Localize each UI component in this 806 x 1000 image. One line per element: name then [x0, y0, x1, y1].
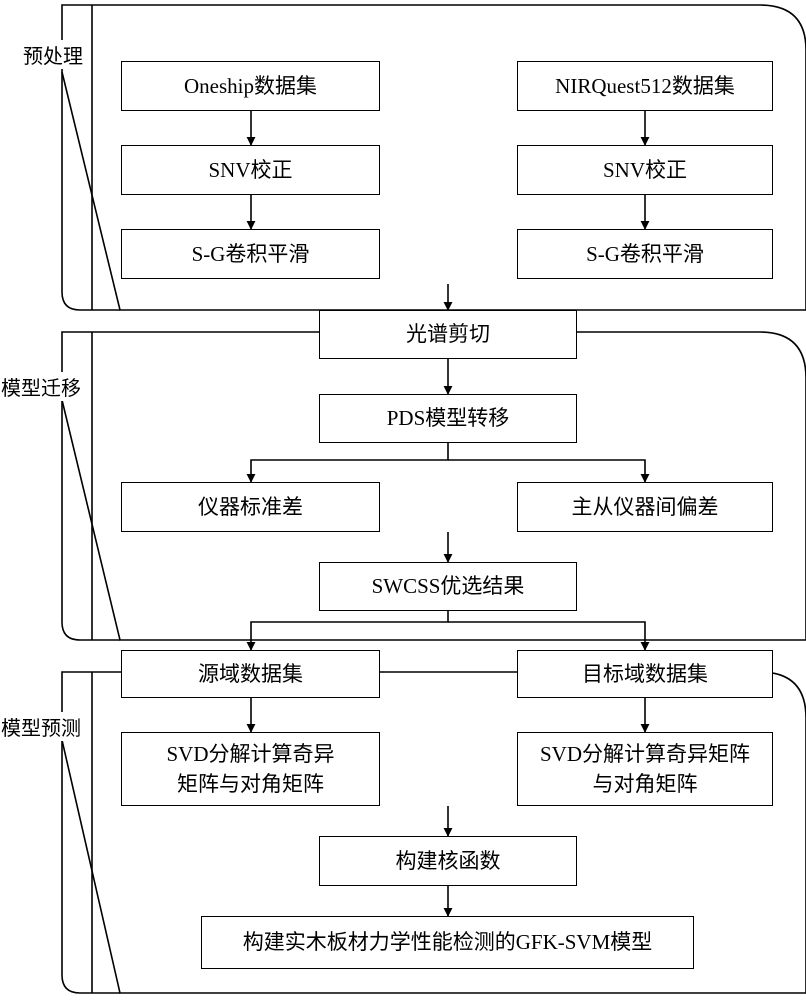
node-build-kernel: 构建核函数 [319, 836, 577, 886]
transfer-panel [61, 331, 806, 641]
connectors [246, 111, 650, 917]
node-oneship-label: Oneship数据集 [184, 73, 317, 98]
node-snv-right: SNV校正 [517, 145, 773, 195]
node-spectral-cut-label: 光谱剪切 [406, 322, 490, 347]
node-snv-left-label: SNV校正 [208, 157, 293, 182]
arrow-swcss-source [246, 611, 449, 651]
preprocess-panel [61, 4, 806, 311]
node-snv-left: SNV校正 [121, 145, 380, 195]
node-oneship-dataset: Oneship数据集 [121, 61, 380, 111]
node-source-domain-label: 源域数据集 [198, 661, 303, 686]
node-instrument-std-label: 仪器标准差 [198, 494, 303, 519]
node-gfk-svm-model: 构建实木板材力学性能检测的GFK-SVM模型 [201, 916, 694, 969]
node-svd-left: SVD分解计算奇异 矩阵与对角矩阵 [121, 732, 380, 806]
node-sg-left: S-G卷积平滑 [121, 229, 380, 279]
node-swcss-label: SWCSS优选结果 [371, 574, 525, 599]
node-kernel-label: 构建核函数 [395, 848, 501, 873]
node-sg-right-label: S-G卷积平滑 [586, 241, 704, 266]
node-pds-transfer: PDS模型转移 [319, 394, 577, 443]
stage-label-transfer: 模型迁移 [0, 372, 82, 401]
node-sg-right: S-G卷积平滑 [517, 229, 773, 279]
node-target-domain: 目标域数据集 [517, 650, 773, 698]
node-sg-left-label: S-G卷积平滑 [191, 241, 310, 266]
arrow-pds-instrument-std [246, 443, 449, 483]
node-spectral-cut: 光谱剪切 [319, 310, 577, 359]
node-target-domain-label: 目标域数据集 [582, 661, 708, 686]
arrow-pds-bias [448, 459, 650, 483]
node-svd-left-label: SVD分解计算奇异 矩阵与对角矩阵 [166, 741, 335, 796]
arrow-swcss-target [448, 621, 650, 651]
node-master-slave-bias: 主从仪器间偏差 [517, 482, 773, 532]
node-svd-right-label: SVD分解计算奇异矩阵 与对角矩阵 [539, 741, 750, 796]
node-instrument-std: 仪器标准差 [121, 482, 380, 532]
stage-label-predict: 模型预测 [0, 712, 82, 741]
node-source-domain: 源域数据集 [121, 650, 380, 698]
node-swcss-result: SWCSS优选结果 [319, 562, 577, 611]
node-svd-right: SVD分解计算奇异矩阵 与对角矩阵 [517, 732, 773, 806]
stage-label-preprocess: 预处理 [22, 40, 84, 69]
node-bias-label: 主从仪器间偏差 [571, 494, 719, 519]
node-snv-right-label: SNV校正 [602, 157, 687, 182]
node-nirquest-label: NIRQuest512数据集 [555, 73, 735, 98]
node-nirquest-dataset: NIRQuest512数据集 [517, 61, 773, 111]
node-pds-label: PDS模型转移 [386, 406, 510, 431]
node-gfk-svm-label: 构建实木板材力学性能检测的GFK-SVM模型 [242, 930, 653, 955]
